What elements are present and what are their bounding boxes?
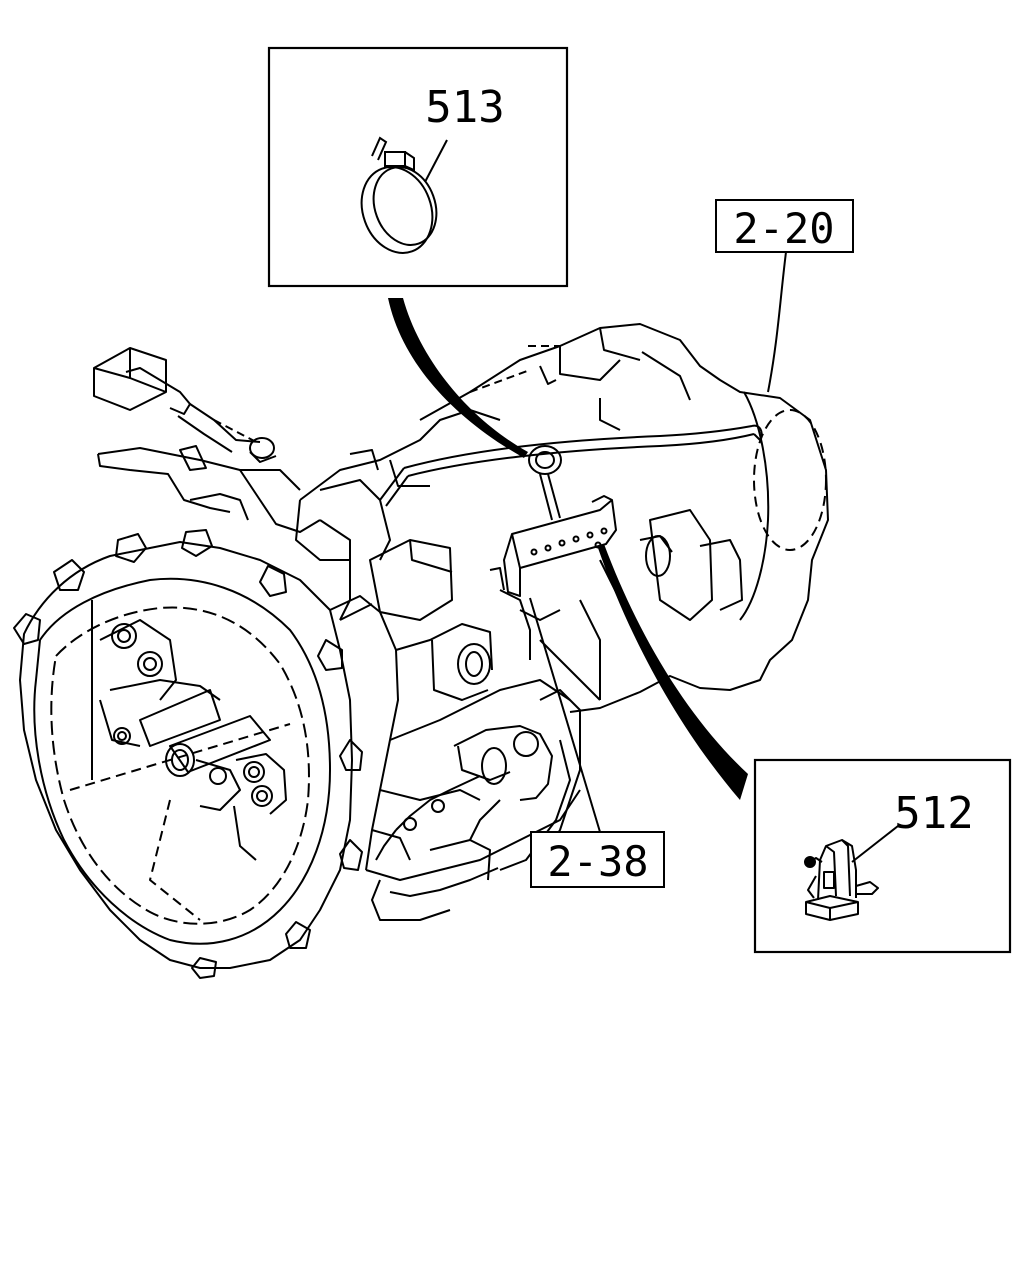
bracket-holes [530,527,608,556]
clip-icon [804,839,879,921]
detail-box-clip: 512 [753,758,1012,954]
callout-513: 513 [425,82,504,133]
hose-clamp-icon [360,136,448,254]
ref-2-38-text: 2-38 [547,837,648,886]
ref-2-20-text: 2-20 [733,204,834,253]
ref-label-2-20: 2-20 [715,199,854,393]
leader-to-clamp [388,298,528,458]
ref-label-2-38: 2-38 [529,597,665,888]
callout-512: 512 [894,788,973,839]
leader-to-clip [598,544,748,800]
detail-box-clamp: 513 [267,46,569,288]
transmission-assembly [13,323,829,979]
